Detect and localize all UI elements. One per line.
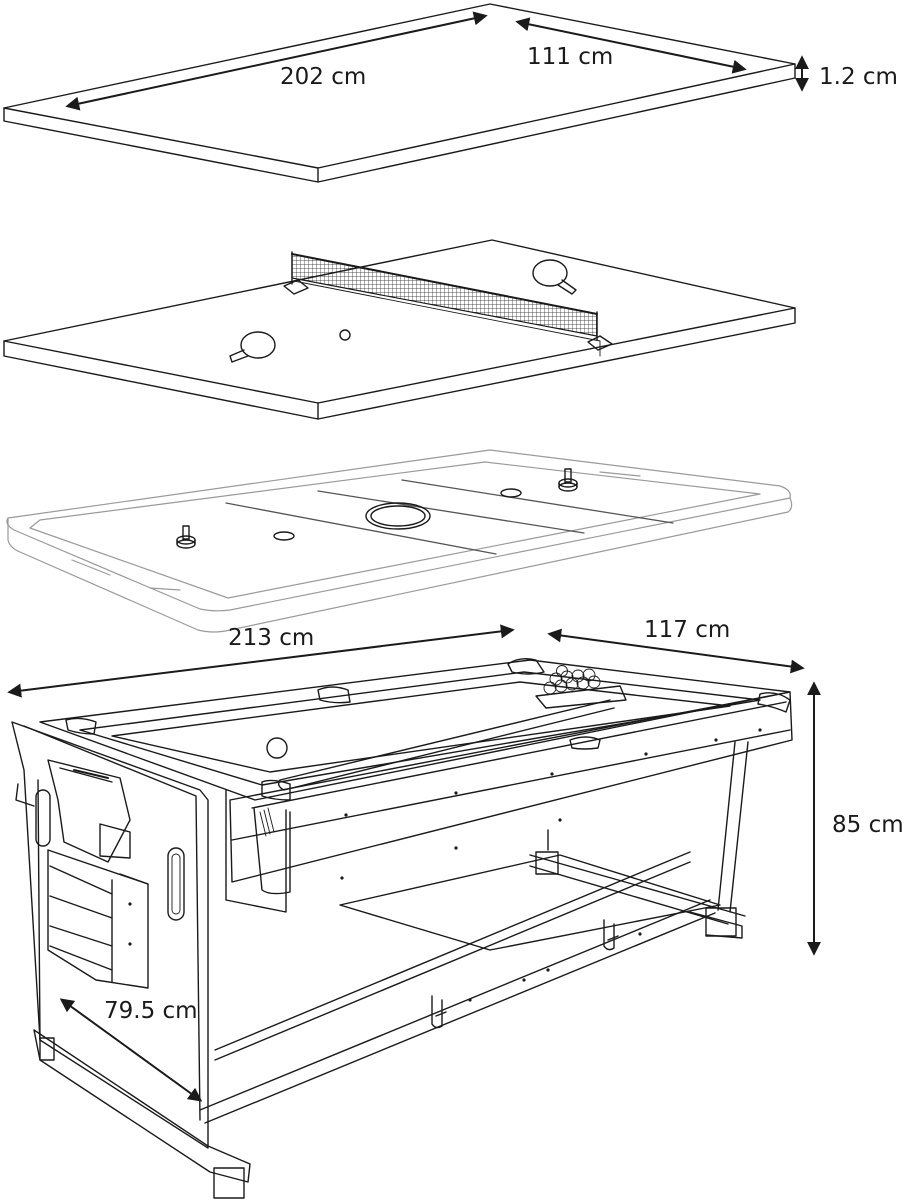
table-length-label: 213 cm: [228, 625, 314, 651]
storage-shelf: [339, 854, 721, 951]
cue-stick-icon: [277, 699, 615, 791]
table-foot: [705, 907, 737, 937]
top-width-label: 111 cm: [527, 44, 613, 70]
air-hockey-puck-icon: [273, 531, 295, 541]
accessory-rack: [47, 849, 149, 989]
billiard-ball-icon: [543, 665, 601, 695]
air-hockey-striker-icon: [558, 468, 578, 492]
table-height-label: 85 cm: [832, 812, 904, 838]
top-length-label: 202 cm: [280, 64, 366, 90]
billiard-rack-icon: [535, 665, 627, 709]
ping-pong-paddle-icon: [532, 259, 577, 295]
air-hockey-puck-icon: [500, 488, 522, 498]
handle-slot: [167, 847, 185, 921]
air-hockey-top: [6, 449, 793, 633]
ping-pong-ball-icon: [339, 329, 351, 341]
pool-table: [11, 657, 793, 1199]
ping-pong-paddle-icon: [229, 331, 276, 363]
table-width-label: 117 cm: [644, 617, 730, 643]
air-hockey-center-circle: [365, 502, 431, 530]
air-hockey-striker-icon: [176, 525, 196, 549]
cue-ball-icon: [266, 737, 288, 759]
table-width-arrow: [547, 628, 805, 674]
table-length-arrow: [7, 624, 515, 698]
end-panel: [11, 721, 209, 1149]
end-width-arrow: [59, 998, 203, 1102]
table-tennis-top: [3, 239, 796, 420]
top-thickness-label: 1.2 cm: [819, 64, 898, 90]
top-length-arrow: [65, 11, 488, 111]
end-width-label: 79.5 cm: [104, 998, 198, 1024]
table-foot: [213, 1167, 245, 1199]
hook-icon: [431, 995, 447, 1029]
table-foot: [39, 1037, 55, 1061]
top-width-arrow: [515, 17, 747, 74]
cover-top-panel: [3, 3, 809, 183]
hook-icon: [603, 919, 619, 951]
ping-pong-net: [283, 251, 613, 351]
